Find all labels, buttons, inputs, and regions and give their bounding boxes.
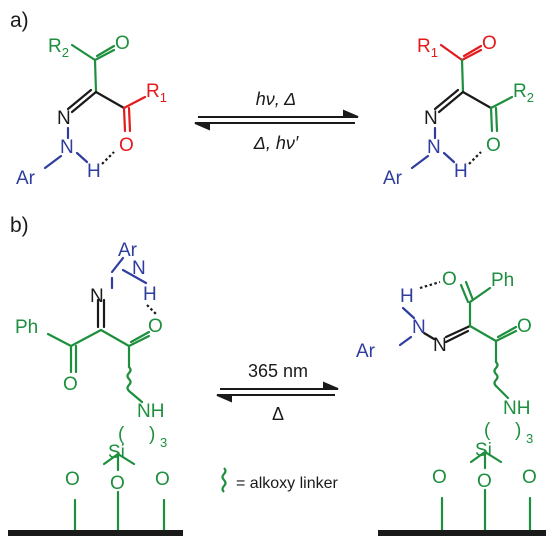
atom-o-hbond: O	[119, 135, 134, 156]
atom-o: O	[432, 467, 447, 488]
atom-o-hbond: O	[486, 135, 501, 156]
atom-o: O	[522, 467, 537, 488]
panel-a-label: a)	[10, 9, 29, 32]
atom-ar: Ar	[16, 168, 36, 189]
atom-ph: Ph	[15, 317, 38, 338]
alkoxy-linker-icon	[221, 467, 227, 493]
paren-open: (	[118, 424, 125, 445]
atom-n-top: N	[412, 317, 426, 338]
panel-a-right-bonds	[410, 43, 514, 170]
panel-b-right-bonds	[398, 280, 532, 532]
atom-h: H	[400, 286, 414, 307]
atom-r1: R1	[146, 81, 167, 105]
atom-si: Si	[108, 442, 125, 463]
atom-nh: NH	[503, 398, 530, 419]
atom-o: O	[155, 469, 170, 490]
atom-si: Si	[475, 440, 492, 461]
atom-n-h: N	[60, 137, 74, 158]
atom-ar: Ar	[118, 240, 138, 261]
h-bond-dash	[146, 304, 158, 316]
panel-b-equilibrium-arrow	[216, 381, 339, 403]
panel-b-left-bonds	[46, 256, 166, 532]
atom-ar: Ar	[356, 341, 376, 362]
atom-o-hbond: O	[442, 269, 457, 290]
atom-h: H	[143, 284, 157, 305]
panel-a-left-bonds	[43, 43, 147, 170]
paren-close: )	[149, 424, 155, 445]
atom-o: O	[517, 316, 532, 337]
subscript-3: 3	[526, 431, 533, 446]
h-bond-dash	[468, 151, 482, 165]
surface-right	[378, 530, 546, 536]
atom-n: N	[57, 108, 71, 129]
atom-n: N	[433, 335, 447, 356]
panel-a-arrow-bottom-label: Δ, hν′	[253, 133, 299, 153]
panel-b-arrow-bottom-label: Δ	[272, 404, 284, 424]
atom-n: N	[424, 108, 438, 129]
atom-o: O	[110, 473, 125, 494]
paren-close: )	[515, 420, 521, 441]
atom-h: H	[454, 161, 468, 182]
atom-n-top: N	[132, 258, 146, 279]
atom-o: O	[477, 471, 492, 492]
atom-ar: Ar	[383, 168, 403, 189]
surface-left	[8, 530, 183, 536]
h-bond-dash	[101, 151, 115, 165]
paren-open: (	[484, 420, 491, 441]
atom-nh: NH	[137, 401, 164, 422]
atom-o: O	[482, 33, 497, 54]
panel-b-arrow-top-label: 365 nm	[248, 361, 308, 381]
subscript-3: 3	[160, 435, 167, 450]
atom-o-hbond: O	[148, 316, 163, 337]
atom-o: O	[115, 33, 130, 54]
atom-ph: Ph	[491, 270, 514, 291]
atom-o-ketone: O	[63, 374, 78, 395]
atom-r2: R2	[513, 81, 534, 105]
atom-n-h: N	[427, 137, 441, 158]
h-bond-dash	[419, 280, 441, 290]
panel-a-arrow-top-label: hν, Δ	[256, 89, 296, 109]
legend-text: = alkoxy linker	[236, 475, 338, 492]
atom-n: N	[90, 286, 104, 307]
atom-r2: R2	[48, 36, 69, 60]
panel-b-label: b)	[10, 214, 29, 237]
atom-r1: R1	[417, 36, 438, 60]
atom-o: O	[65, 469, 80, 490]
panel-a-equilibrium-arrow	[194, 109, 359, 131]
atom-h: H	[87, 161, 101, 182]
